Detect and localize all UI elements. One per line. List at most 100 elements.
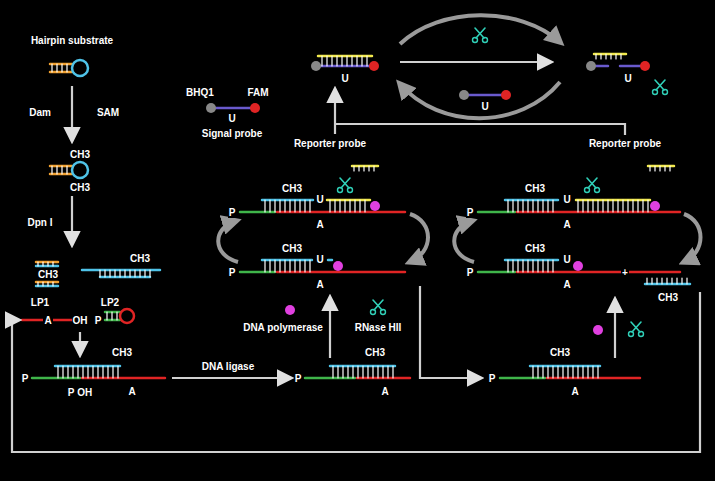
scissors-symbol bbox=[373, 300, 382, 310]
base-pair-tick bbox=[577, 366, 578, 378]
base-pair-tick bbox=[367, 366, 368, 378]
base-label: U bbox=[480, 101, 489, 112]
scissors-symbol bbox=[340, 178, 349, 188]
dna-polymerase-symbol bbox=[650, 201, 660, 211]
base-pair-tick bbox=[37, 262, 38, 266]
base-pair-tick bbox=[622, 200, 623, 212]
dna-strand bbox=[328, 259, 332, 262]
base-pair-tick bbox=[274, 260, 275, 272]
scissors-symbol bbox=[381, 310, 386, 315]
base-label: U bbox=[315, 194, 324, 205]
base-pair-tick bbox=[299, 200, 300, 212]
base-pair-tick bbox=[686, 278, 687, 284]
methyl-label: CH3 bbox=[281, 243, 303, 254]
text-label: Hairpin substrate bbox=[30, 35, 114, 46]
base-pair-tick bbox=[676, 278, 677, 284]
text-label: LP2 bbox=[100, 297, 120, 308]
base-pair-tick bbox=[597, 200, 598, 212]
base-label: A bbox=[43, 315, 52, 326]
base-pair-tick bbox=[77, 366, 78, 378]
base-pair-tick bbox=[537, 200, 538, 212]
base-pair-tick bbox=[364, 200, 365, 212]
base-pair-tick bbox=[52, 262, 53, 266]
base-pair-tick bbox=[66, 166, 67, 174]
base-pair-tick bbox=[577, 200, 578, 212]
scissors-symbol bbox=[663, 90, 668, 95]
base-pair-tick bbox=[382, 366, 383, 378]
base-pair-tick bbox=[51, 64, 52, 72]
base-pair-tick bbox=[304, 260, 305, 272]
dna-strand bbox=[478, 211, 515, 214]
base-pair-tick bbox=[659, 166, 660, 171]
phosphate-label: P bbox=[466, 267, 475, 278]
base-pair-tick bbox=[681, 278, 682, 284]
base-pair-tick bbox=[326, 56, 327, 66]
lp2-loop bbox=[120, 309, 134, 323]
fam-fluorophore bbox=[501, 90, 511, 100]
flow-arrow bbox=[329, 298, 331, 358]
dna-strand bbox=[50, 71, 72, 74]
signal-probe-strand bbox=[215, 107, 251, 110]
base-pair-tick bbox=[627, 200, 628, 212]
base-pair-tick bbox=[615, 54, 616, 59]
cycle-arrow bbox=[454, 221, 474, 262]
base-pair-tick bbox=[642, 200, 643, 212]
base-label: U bbox=[227, 113, 236, 124]
base-pair-tick bbox=[507, 200, 508, 212]
base-pair-tick bbox=[547, 200, 548, 212]
dna-polymerase-symbol bbox=[285, 305, 295, 315]
base-pair-tick bbox=[321, 56, 322, 66]
flow-arrow bbox=[172, 377, 290, 379]
methyl-label: CH3 bbox=[111, 347, 133, 358]
scissors-symbol bbox=[341, 178, 350, 188]
dna-strand bbox=[36, 285, 58, 288]
dna-strand bbox=[620, 65, 640, 68]
base-pair-tick bbox=[309, 260, 310, 272]
base-label: U bbox=[562, 254, 571, 265]
base-pair-tick bbox=[347, 366, 348, 378]
scissors-symbol bbox=[639, 332, 644, 337]
dna-strand bbox=[36, 281, 58, 284]
base-pair-tick bbox=[592, 366, 593, 378]
text-label: SAM bbox=[96, 107, 120, 118]
base-pair-tick bbox=[149, 270, 150, 277]
base-pair-tick bbox=[284, 260, 285, 272]
base-pair-tick bbox=[361, 56, 362, 66]
scissors-symbol bbox=[585, 188, 590, 193]
bhq1-quencher bbox=[459, 90, 469, 100]
scissors-symbol bbox=[653, 90, 658, 95]
hairpin-loop bbox=[72, 162, 88, 178]
base-pair-tick bbox=[669, 166, 670, 171]
base-pair-tick bbox=[620, 54, 621, 59]
base-pair-tick bbox=[341, 56, 342, 66]
base-pair-tick bbox=[600, 54, 601, 59]
base-pair-tick bbox=[671, 278, 672, 284]
base-pair-tick bbox=[522, 200, 523, 212]
text-label: Dam bbox=[28, 107, 52, 118]
base-pair-tick bbox=[62, 366, 63, 378]
base-pair-tick bbox=[595, 54, 596, 59]
base-pair-tick bbox=[51, 166, 52, 174]
hydroxyl-label: OH bbox=[72, 315, 89, 326]
base-pair-tick bbox=[42, 262, 43, 266]
flow-arrow bbox=[79, 332, 81, 354]
phosphate-label: P bbox=[94, 315, 103, 326]
base-pair-tick bbox=[377, 366, 378, 378]
base-pair-tick bbox=[107, 366, 108, 378]
base-pair-tick bbox=[104, 270, 105, 277]
base-pair-tick bbox=[346, 56, 347, 66]
base-pair-tick bbox=[368, 166, 369, 171]
hairpin-loop bbox=[72, 60, 88, 76]
dna-strand bbox=[277, 271, 405, 274]
text-label: Signal probe bbox=[201, 128, 264, 139]
base-pair-tick bbox=[537, 366, 538, 378]
phosphate-label: P bbox=[228, 267, 237, 278]
base-pair-tick bbox=[597, 366, 598, 378]
dna-strand bbox=[82, 269, 160, 272]
base-pair-tick bbox=[542, 366, 543, 378]
dna-strand bbox=[478, 271, 515, 274]
cycle-arrow bbox=[400, 15, 560, 44]
base-label: A bbox=[380, 386, 389, 397]
